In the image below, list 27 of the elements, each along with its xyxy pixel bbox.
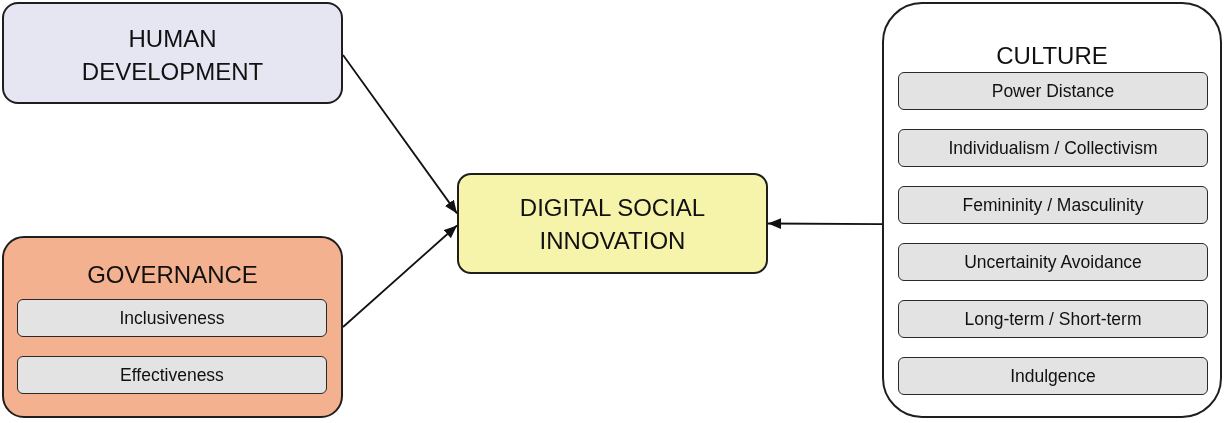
factor-label: Inclusiveness [119,307,225,329]
box-title: DIGITAL SOCIAL INNOVATION [518,193,707,256]
group-box [882,2,1222,418]
factor-label: Femininity / Masculinity [962,194,1144,216]
box-title: HUMAN DEVELOPMENT [80,24,265,87]
factor-bar [898,129,1208,167]
outcome-box [457,173,768,274]
factor-label: Indulgence [1010,365,1096,387]
factor-bar [898,72,1208,110]
factor-bar [898,186,1208,224]
group-title: CULTURE [996,41,1108,71]
group-title: GOVERNANCE [87,260,258,290]
arrow [342,224,458,328]
factor-box [2,2,343,104]
factor-bar [17,299,327,337]
factor-bar [898,300,1208,338]
factor-label: Individualism / Collectivism [948,137,1158,159]
arrow [767,218,883,229]
factor-label: Uncertainity Avoidance [964,251,1142,273]
arrow [342,54,458,215]
factor-label: Power Distance [991,80,1115,102]
factor-bar [898,357,1208,395]
factor-bar [17,356,327,394]
group-box [2,236,343,418]
factor-label: Effectiveness [120,364,224,386]
factor-bar [898,243,1208,281]
factor-label: Long-term / Short-term [964,308,1142,330]
